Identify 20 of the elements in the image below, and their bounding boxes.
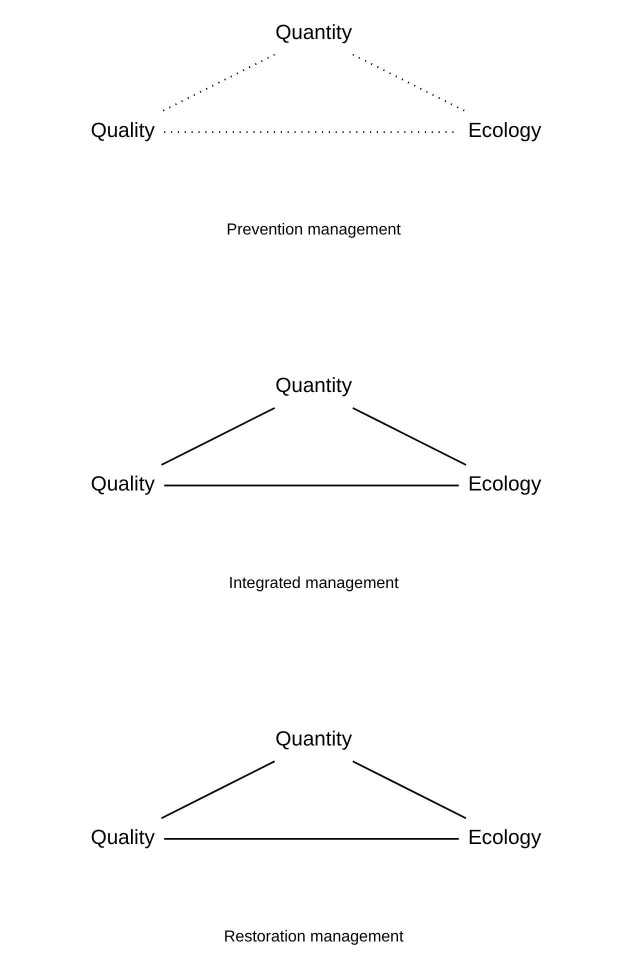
connector <box>161 407 275 466</box>
node-text: Quality <box>90 119 155 142</box>
connector <box>352 760 466 819</box>
connector <box>161 760 275 819</box>
node-text: Ecology <box>468 472 542 496</box>
connector <box>161 54 275 112</box>
connector <box>164 838 459 840</box>
node-text: Quantity <box>275 728 352 751</box>
node-text: Quality <box>90 826 155 849</box>
label: Integrated management <box>228 575 399 592</box>
node-text: Quality <box>90 472 155 496</box>
connector <box>352 407 466 466</box>
connector <box>164 484 459 486</box>
node-text: Ecology <box>468 119 542 142</box>
node-text: Quantity <box>275 20 352 44</box>
node-text: Ecology <box>468 826 542 849</box>
connector <box>352 54 466 112</box>
node-text: Quantity <box>275 374 352 398</box>
label: Restoration management <box>224 928 404 946</box>
label: Prevention management <box>226 222 401 239</box>
